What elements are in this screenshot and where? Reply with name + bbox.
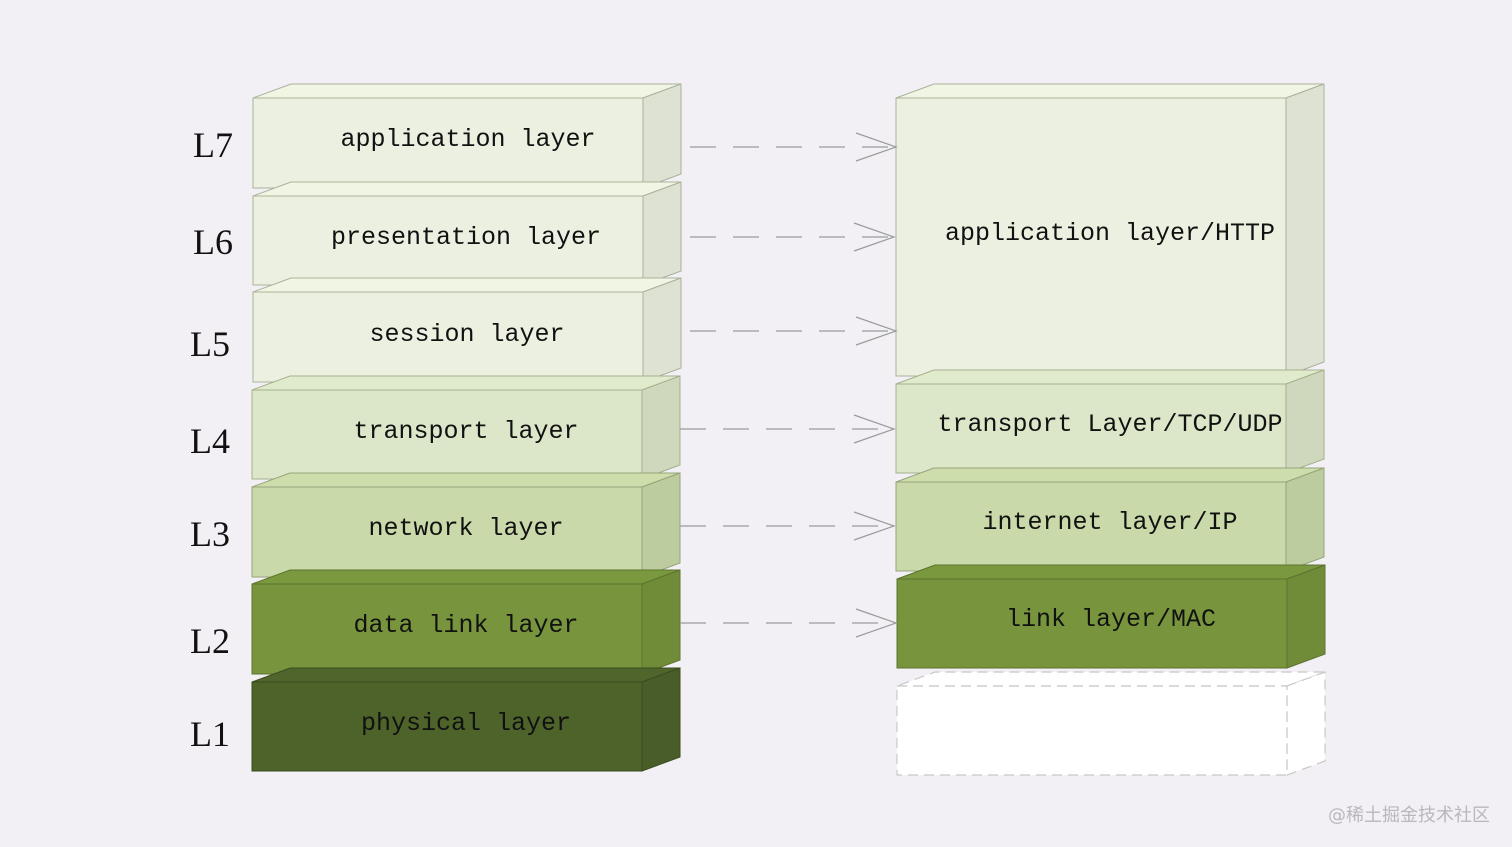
tcpip-box-front-face	[896, 578, 1288, 669]
tcpip-box-side-face	[1286, 671, 1326, 776]
osi-box-front-face	[251, 681, 643, 772]
osi-box-front-face	[251, 486, 643, 578]
osi-layer-l4: transport layer	[251, 375, 681, 480]
level-label-l1: L1	[190, 714, 230, 754]
osi-box-top-face	[252, 83, 682, 99]
tcpip-box-side-face	[1285, 369, 1325, 474]
osi-box-top-face	[252, 181, 682, 197]
level-labels: L7 L6 L5 L4 L3 L2 L1	[190, 125, 233, 754]
level-label-l3: L3	[190, 514, 230, 554]
osi-box-side-face	[641, 569, 681, 675]
arrowhead	[855, 608, 898, 638]
osi-layer-l1: physical layer	[251, 667, 681, 772]
osi-box-side-face	[641, 472, 681, 578]
osi-box-front-face	[252, 97, 644, 189]
osi-box-side-face	[642, 181, 682, 286]
tcpip-layer-label: transport Layer/TCP/UDP	[937, 410, 1282, 439]
osi-box-front-face	[251, 583, 643, 675]
osi-box-side-face	[642, 83, 682, 189]
tcpip-box-side-face	[1285, 83, 1325, 377]
level-label-l7: L7	[193, 125, 233, 165]
osi-layer-l2: data link layer	[251, 569, 681, 675]
osi-layer-label: application layer	[340, 125, 595, 154]
tcpip-box-front-face	[895, 481, 1287, 572]
tcpip-layer-label: link layer/MAC	[1006, 605, 1216, 634]
tcpip-layer-label: application layer/HTTP	[945, 219, 1275, 248]
osi-layer-label: data link layer	[353, 611, 578, 640]
osi-box-front-face	[252, 195, 644, 286]
osi-box-front-face	[252, 291, 644, 383]
level-label-l5: L5	[190, 324, 230, 364]
tcpip-layer-label: internet layer/IP	[982, 508, 1237, 537]
arrowhead	[855, 316, 898, 346]
osi-layer-l6: presentation layer	[252, 181, 682, 286]
tcpip-box-top-face	[896, 564, 1326, 580]
osi-box-front-face	[251, 389, 643, 480]
level-label-l6: L6	[193, 222, 233, 262]
arrow-l7-to-application	[690, 132, 898, 162]
arrow-l4-to-transport	[680, 414, 896, 444]
arrow-l5-to-application	[690, 316, 898, 346]
tcpip-box-top-face	[895, 467, 1325, 483]
osi-stack: application layer presentation layer ses…	[251, 83, 682, 772]
tcpip-box-front-face	[895, 97, 1287, 377]
arrow-l3-to-internet	[680, 511, 896, 541]
osi-box-top-face	[251, 569, 681, 585]
osi-layer-label: session layer	[369, 320, 564, 349]
osi-box-side-face	[641, 667, 681, 772]
tcpip-layer-internet: internet layer/IP	[895, 467, 1325, 572]
tcpip-box-top-face	[895, 369, 1325, 385]
tcpip-layer-application: application layer/HTTP	[895, 83, 1325, 377]
tcpip-box-top-face	[895, 83, 1325, 99]
tcpip-stack: application layer/HTTP transport Layer/T…	[895, 83, 1326, 776]
tcpip-box-side-face	[1286, 564, 1326, 669]
tcpip-layer-empty-dashed	[896, 671, 1326, 776]
watermark: @稀土掘金技术社区	[1328, 805, 1490, 826]
level-label-l4: L4	[190, 421, 230, 461]
osi-layer-l7: application layer	[252, 83, 682, 189]
tcpip-layer-link: link layer/MAC	[896, 564, 1326, 669]
osi-layer-label: network layer	[368, 514, 563, 543]
osi-box-top-face	[251, 375, 681, 391]
osi-box-top-face	[251, 667, 681, 683]
tcpip-box-front-face	[896, 685, 1288, 776]
osi-layer-label: transport layer	[353, 417, 578, 446]
arrow-l6-to-application	[690, 222, 896, 252]
osi-box-side-face	[641, 375, 681, 480]
tcpip-box-side-face	[1285, 467, 1325, 572]
osi-layer-l3: network layer	[251, 472, 681, 578]
tcpip-layer-transport: transport Layer/TCP/UDP	[895, 369, 1325, 474]
level-label-l2: L2	[190, 621, 230, 661]
arrowhead	[853, 511, 896, 541]
tcpip-box-top-face	[896, 671, 1326, 687]
arrowhead	[855, 132, 898, 162]
osi-box-top-face	[251, 472, 681, 488]
osi-layer-l5: session layer	[252, 277, 682, 383]
arrowhead	[853, 222, 896, 252]
osi-box-top-face	[252, 277, 682, 293]
osi-box-side-face	[642, 277, 682, 383]
osi-layer-label: physical layer	[361, 709, 571, 738]
mapping-arrows	[680, 132, 898, 638]
arrowhead	[853, 414, 896, 444]
arrow-l2-to-link	[680, 608, 898, 638]
osi-layer-label: presentation layer	[331, 223, 601, 252]
